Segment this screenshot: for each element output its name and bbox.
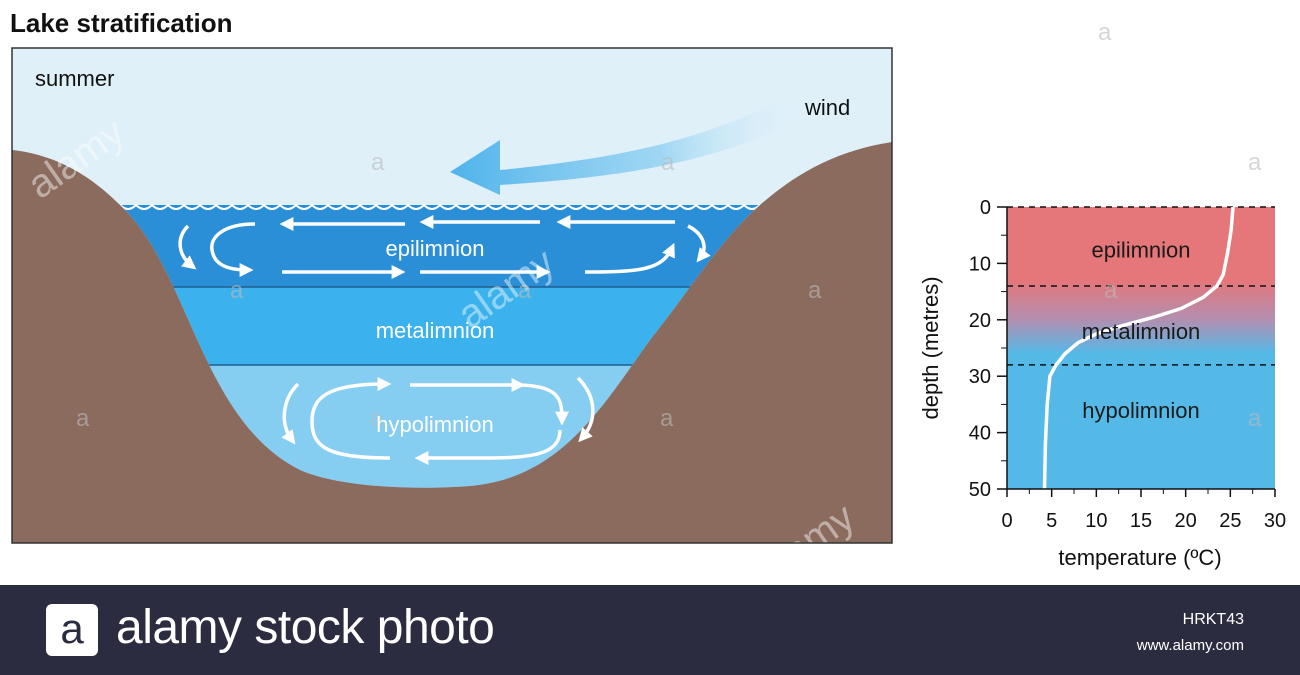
- footer-url: www.alamy.com: [1136, 637, 1244, 654]
- x-tick-label: 10: [1085, 510, 1107, 532]
- lake-panel-border: [11, 47, 893, 544]
- y-axis-ticks: 0 10 20 30 40 50: [969, 197, 1007, 501]
- x-axis-title: temperature (ºC): [1058, 545, 1221, 570]
- x-tick-label: 0: [1001, 510, 1012, 532]
- image-id: HRKT43: [1182, 611, 1244, 628]
- y-axis-title: depth (metres): [918, 276, 943, 419]
- temperature-depth-chart: 0 5 10 15 20 25 30 0 10 20 30 40 50 epilimnion metal…: [890, 19, 1286, 570]
- hypolimnion-label: hypolimnion: [376, 412, 493, 437]
- y-tick-label: 50: [969, 479, 991, 501]
- svg-text:a: a: [661, 149, 675, 176]
- svg-text:a: a: [516, 19, 530, 46]
- lake-diagram: a a a a a a a a a alamy alamy alamy summ…: [12, 19, 892, 543]
- water-surface-waves: [119, 203, 761, 210]
- y-tick-label: 0: [980, 197, 991, 219]
- y-tick-label: 40: [969, 423, 991, 445]
- svg-text:a: a: [1248, 149, 1262, 176]
- metalimnion-label: metalimnion: [376, 318, 495, 343]
- y-tick-label: 10: [969, 253, 991, 275]
- lake-bed-ground: [12, 142, 892, 543]
- epilimnion-circulation-arrows: [178, 215, 711, 279]
- x-tick-label: 30: [1264, 510, 1286, 532]
- x-tick-label: 5: [1046, 510, 1057, 532]
- svg-text:a: a: [371, 149, 385, 176]
- zone-labels: epilimnion metalimnion hypolimnion: [1082, 237, 1201, 423]
- svg-text:a: a: [1098, 19, 1112, 46]
- hypolimnion-circulation-arrows: [281, 376, 595, 465]
- svg-text:a: a: [1104, 277, 1118, 304]
- alamy-logo-icon: a: [46, 604, 98, 656]
- svg-text:a: a: [660, 405, 674, 432]
- x-tick-label: 25: [1219, 510, 1241, 532]
- x-tick-label: 15: [1130, 510, 1152, 532]
- lake-stratification-figure: Lake stratification: [10, 8, 1286, 570]
- x-axis-ticks: 0 5 10 15 20 25 30: [1001, 489, 1286, 532]
- svg-text:a: a: [518, 277, 532, 304]
- season-label: summer: [35, 66, 114, 91]
- y-tick-label: 30: [969, 366, 991, 388]
- plot-area: [1007, 207, 1275, 489]
- svg-text:a: a: [230, 277, 244, 304]
- profile-line: [1042, 206, 1235, 490]
- svg-text:a: a: [370, 405, 384, 432]
- svg-text:a: a: [76, 405, 90, 432]
- epilimnion-label: epilimnion: [385, 236, 484, 261]
- svg-text:a: a: [808, 277, 822, 304]
- zone-label-metalimnion: metalimnion: [1082, 319, 1201, 344]
- temperature-profile: [1042, 206, 1235, 490]
- x-tick-label: 20: [1175, 510, 1197, 532]
- svg-text:a: a: [1248, 405, 1262, 432]
- stock-footer: a alamy stock photo HRKT43 www.alamy.com: [0, 585, 1300, 675]
- zone-label-epilimnion: epilimnion: [1091, 237, 1190, 262]
- wind-label: wind: [804, 95, 850, 120]
- figure-title: Lake stratification: [10, 8, 233, 38]
- footer-brand: alamy stock photo: [116, 601, 495, 654]
- zone-boundary-lines: [1007, 206, 1275, 366]
- zone-label-hypolimnion: hypolimnion: [1082, 398, 1199, 423]
- y-tick-label: 20: [969, 310, 991, 332]
- wind-arrow: [450, 92, 800, 195]
